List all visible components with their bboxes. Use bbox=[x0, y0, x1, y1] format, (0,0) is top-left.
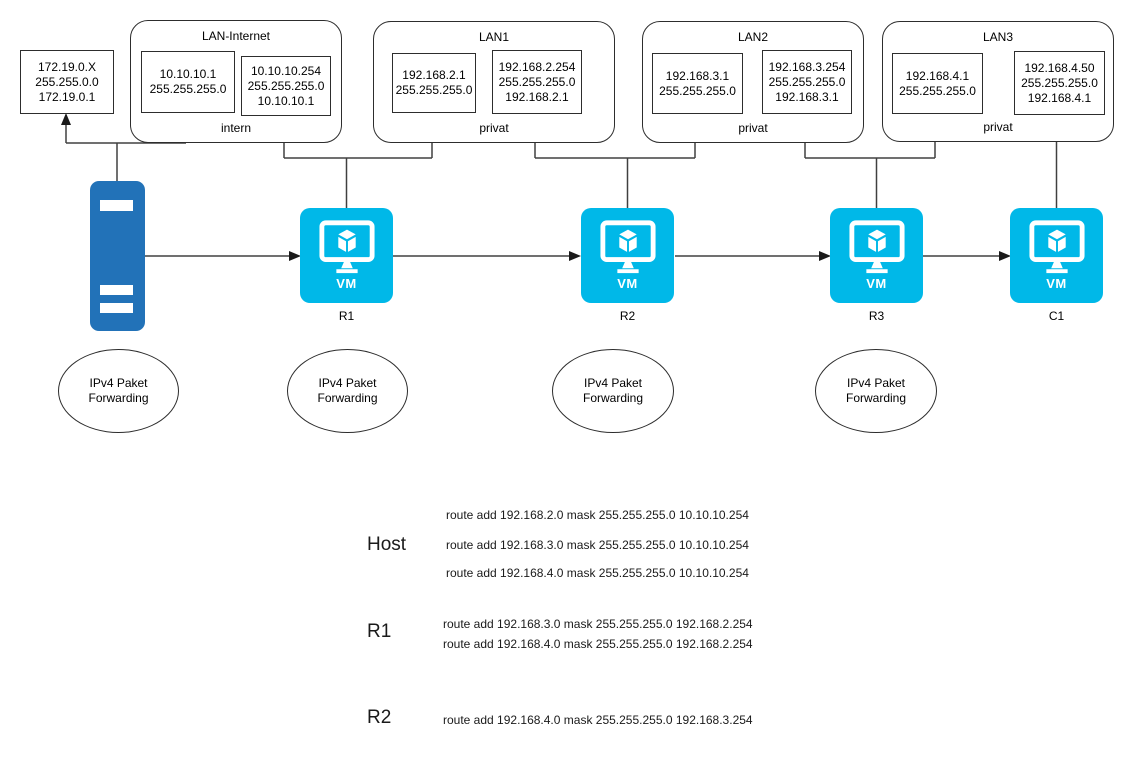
zone-label: privat bbox=[738, 121, 768, 135]
forwarding-label: IPv4 Paket Forwarding bbox=[845, 376, 907, 405]
lan3-group: LAN3 192.168.4.1 255.255.255.0 192.168.4… bbox=[882, 21, 1114, 142]
ip-line: 255.255.255.0 bbox=[1021, 75, 1098, 90]
nic-box-r3-lan3: 192.168.4.1 255.255.255.0 bbox=[892, 53, 983, 114]
vm-badge: VM bbox=[866, 276, 887, 291]
ip-line: 255.255.255.0 bbox=[498, 74, 576, 89]
lan-title: LAN3 bbox=[982, 30, 1014, 44]
ip-line: 192.168.2.1 bbox=[505, 89, 569, 104]
ip-line: 172.19.0.1 bbox=[38, 89, 96, 104]
nic-box-host-internal: 10.10.10.1 255.255.255.0 bbox=[141, 51, 235, 113]
zone-label: privat bbox=[983, 120, 1013, 134]
nic-box-r3-lan2: 192.168.3.254 255.255.255.0 192.168.3.1 bbox=[762, 50, 852, 114]
ip-line: 255.255.0.0 bbox=[35, 74, 99, 89]
forwarding-ellipse-r3: IPv4 Paket Forwarding bbox=[815, 349, 937, 433]
route-command: route add 192.168.4.0 mask 255.255.255.0… bbox=[443, 713, 753, 727]
connector-paths bbox=[65, 114, 1058, 257]
nic-box-host-external: 172.19.0.X 255.255.0.0 172.19.0.1 bbox=[20, 50, 114, 114]
lan-title: LAN1 bbox=[478, 30, 510, 44]
vm-node-label-r2: R2 bbox=[619, 309, 636, 323]
forwarding-ellipse-r2: IPv4 Paket Forwarding bbox=[552, 349, 674, 433]
vm-badge: VM bbox=[1046, 276, 1067, 291]
vm-node-c1: VM bbox=[1010, 208, 1103, 303]
vm-node-label-r3: R3 bbox=[868, 309, 885, 323]
lan1-group: LAN1 192.168.2.1 255.255.255.0 192.168.2… bbox=[373, 21, 615, 143]
vm-monitor-icon bbox=[318, 220, 375, 274]
ip-line: 192.168.2.254 bbox=[498, 59, 576, 74]
ip-line: 172.19.0.X bbox=[37, 59, 97, 74]
lan-internet-group: LAN-Internet 10.10.10.1 255.255.255.0 10… bbox=[130, 20, 342, 143]
nic-box-r2-lan1: 192.168.2.254 255.255.255.0 192.168.2.1 bbox=[492, 50, 582, 114]
routing-block-label-r1: R1 bbox=[367, 621, 392, 642]
ip-line: 10.10.10.1 bbox=[159, 67, 217, 81]
ip-line: 192.168.4.50 bbox=[1024, 60, 1095, 75]
nic-box-c1-lan3: 192.168.4.50 255.255.255.0 192.168.4.1 bbox=[1014, 51, 1105, 115]
vm-node-r1: VM bbox=[300, 208, 393, 303]
routing-block-label-r2: R2 bbox=[367, 707, 392, 728]
server-slot-bar bbox=[100, 285, 133, 295]
lan-title: LAN-Internet bbox=[201, 29, 271, 43]
vm-badge: VM bbox=[336, 276, 357, 291]
vm-monitor-icon bbox=[1028, 220, 1085, 274]
route-command: route add 192.168.4.0 mask 255.255.255.0… bbox=[443, 637, 753, 651]
forwarding-label: IPv4 Paket Forwarding bbox=[317, 376, 378, 405]
vm-node-label-r1: R1 bbox=[338, 309, 355, 323]
route-command: route add 192.168.3.0 mask 255.255.255.0… bbox=[446, 538, 749, 552]
ip-line: 255.255.255.0 bbox=[247, 78, 325, 93]
server-slot-bar bbox=[100, 200, 133, 211]
forwarding-ellipse-host: IPv4 Paket Forwarding bbox=[58, 349, 179, 433]
vm-node-label-c1: C1 bbox=[1048, 309, 1065, 323]
zone-label: intern bbox=[220, 121, 252, 135]
route-command: route add 192.168.4.0 mask 255.255.255.0… bbox=[446, 566, 749, 580]
ip-line: 255.255.255.0 bbox=[659, 83, 736, 98]
ip-line: 255.255.255.0 bbox=[395, 83, 473, 97]
ip-line: 192.168.2.1 bbox=[402, 68, 466, 82]
host-server-icon bbox=[90, 181, 145, 331]
nic-box-r1-wan: 10.10.10.254 255.255.255.0 10.10.10.1 bbox=[241, 56, 331, 116]
ip-line: 10.10.10.1 bbox=[257, 93, 315, 108]
vm-badge: VM bbox=[617, 276, 638, 291]
forwarding-ellipse-r1: IPv4 Paket Forwarding bbox=[287, 349, 408, 433]
ip-line: 192.168.4.1 bbox=[905, 68, 970, 83]
route-command: route add 192.168.3.0 mask 255.255.255.0… bbox=[443, 617, 753, 631]
ip-line: 10.10.10.254 bbox=[250, 63, 322, 78]
nic-box-r1-lan1: 192.168.2.1 255.255.255.0 bbox=[392, 53, 476, 113]
ip-line: 192.168.3.1 bbox=[775, 89, 839, 104]
ip-line: 192.168.3.1 bbox=[665, 68, 730, 83]
forwarding-label: IPv4 Paket Forwarding bbox=[88, 376, 149, 405]
server-slot-bar bbox=[100, 303, 133, 313]
ip-line: 255.255.255.0 bbox=[768, 74, 846, 89]
forwarding-label: IPv4 Paket Forwarding bbox=[582, 376, 644, 405]
vm-node-r2: VM bbox=[581, 208, 674, 303]
vm-monitor-icon bbox=[848, 220, 905, 274]
vm-node-r3: VM bbox=[830, 208, 923, 303]
ip-line: 192.168.3.254 bbox=[768, 59, 846, 74]
route-command: route add 192.168.2.0 mask 255.255.255.0… bbox=[446, 508, 749, 522]
vm-monitor-icon bbox=[599, 220, 656, 274]
lan2-group: LAN2 192.168.3.1 255.255.255.0 192.168.3… bbox=[642, 21, 864, 143]
zone-label: privat bbox=[479, 121, 509, 135]
ip-line: 255.255.255.0 bbox=[149, 82, 227, 96]
lan-title: LAN2 bbox=[737, 30, 769, 44]
ip-line: 192.168.4.1 bbox=[1027, 90, 1092, 105]
routing-block-label-host: Host bbox=[367, 534, 407, 555]
ip-line: 255.255.255.0 bbox=[899, 83, 976, 98]
nic-box-r2-lan2: 192.168.3.1 255.255.255.0 bbox=[652, 53, 743, 114]
